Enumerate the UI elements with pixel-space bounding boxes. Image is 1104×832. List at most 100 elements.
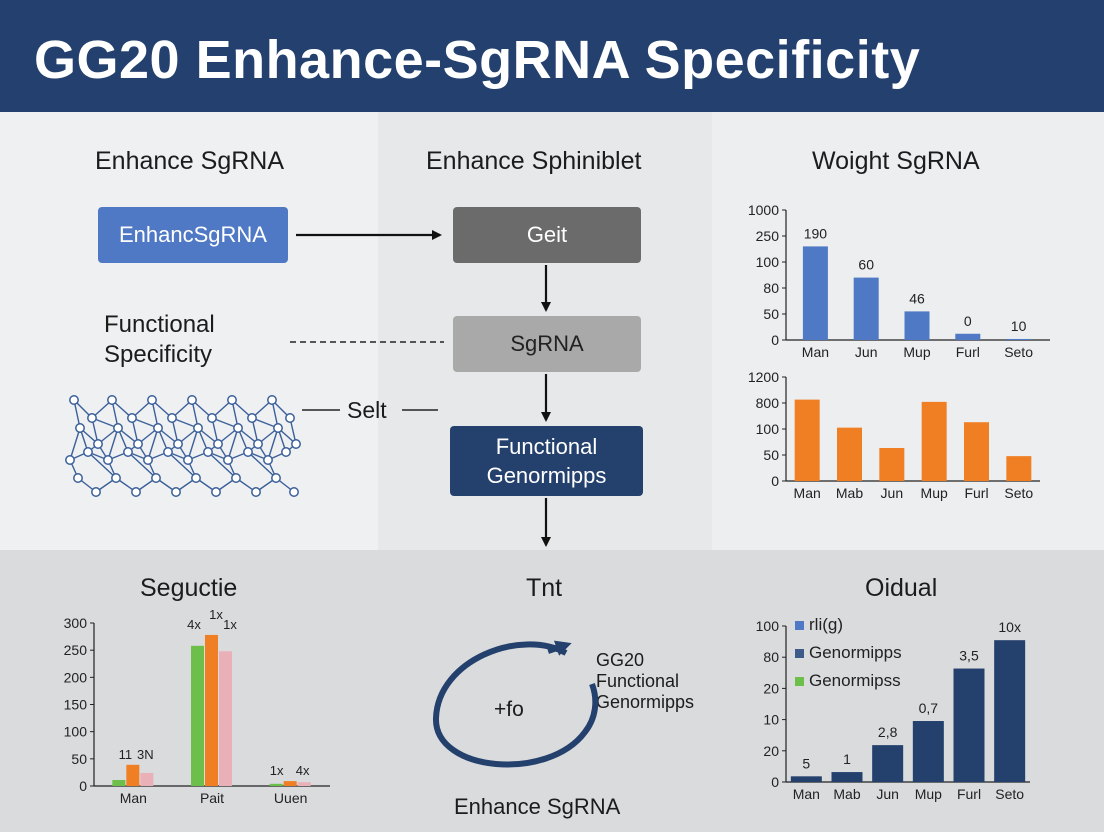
x-tick-label: Man [794, 485, 821, 501]
network-node [171, 487, 181, 497]
functional-genormipps-box[interactable]: Functional Genormipps [450, 426, 643, 496]
selt-label: Selt [347, 397, 387, 423]
network-node [93, 439, 103, 449]
x-tick-label: Jun [855, 344, 878, 360]
x-tick-label: Man [120, 790, 147, 806]
x-tick-label: Uuen [274, 790, 307, 806]
y-tick-label: 50 [763, 447, 779, 463]
bar [802, 246, 828, 340]
network-node [173, 439, 183, 449]
network-node [251, 487, 261, 497]
network-node [73, 473, 83, 483]
network-node [111, 473, 121, 483]
network-node [253, 439, 263, 449]
network-node [227, 395, 237, 405]
y-tick-label: 50 [763, 306, 779, 322]
geit-box[interactable]: Geit [453, 207, 641, 263]
x-tick-label: Pait [200, 790, 224, 806]
network-node [183, 455, 193, 465]
cycle-center-label: +fo [494, 698, 524, 721]
network-node [203, 447, 213, 457]
cycle-caption: GG20 Functional Genormipps [596, 650, 694, 713]
x-tick-label: Furl [956, 344, 980, 360]
x-tick-label: Furl [964, 485, 988, 501]
bar [872, 745, 904, 782]
annotation-label: 4x [296, 763, 310, 778]
bar [790, 776, 822, 782]
legend-swatch [795, 677, 804, 686]
y-tick-label: 20 [763, 743, 779, 759]
y-tick-label: 100 [756, 618, 780, 634]
y-tick-label: 0 [79, 778, 87, 794]
network-node [271, 473, 281, 483]
network-node [231, 473, 241, 483]
legend-swatch [795, 649, 804, 658]
bar [879, 447, 905, 481]
y-tick-label: 0 [771, 473, 779, 489]
network-edge [69, 427, 81, 461]
middle-heading: Enhance Sphiniblet [426, 147, 642, 175]
bar [269, 783, 283, 786]
network-node [143, 455, 153, 465]
page-title: GG20 Enhance-SgRNA Specificity [34, 30, 921, 90]
y-tick-label: 1000 [748, 202, 779, 218]
network-node [83, 447, 93, 457]
bar [1006, 456, 1032, 481]
data-label: 1 [843, 751, 851, 767]
functional-genormipps-line2: Genormipps [486, 463, 607, 488]
network-node [69, 395, 79, 405]
enhance-sgrna-box-label: EnhancSgRNA [119, 222, 267, 247]
network-node [267, 395, 277, 405]
network-edge [227, 427, 239, 461]
x-tick-label: Furl [957, 786, 981, 802]
geit-box-label: Geit [526, 222, 568, 247]
x-tick-label: Jun [876, 786, 899, 802]
network-node [233, 423, 243, 433]
network-node [131, 487, 141, 497]
network-node [213, 439, 223, 449]
functional-genormipps-line1: Functional [495, 434, 598, 459]
enhance-sgrna-box[interactable]: EnhancSgRNA [98, 207, 288, 263]
x-tick-label: Mab [833, 786, 860, 802]
network-node [207, 413, 217, 423]
network-node [223, 455, 233, 465]
y-tick-label: 100 [756, 254, 780, 270]
y-tick-label: 100 [756, 421, 780, 437]
y-tick-label: 0 [771, 774, 779, 790]
bar [112, 780, 126, 786]
network-node [163, 447, 173, 457]
cycle-arrow-icon [547, 640, 572, 656]
data-label: 5 [802, 755, 810, 771]
bar [219, 651, 232, 786]
network-node [151, 473, 161, 483]
y-tick-label: 80 [763, 280, 779, 296]
network-node [113, 423, 123, 433]
x-tick-label: Mup [921, 485, 948, 501]
y-tick-label: 300 [64, 615, 88, 631]
annotation-label: 11 [119, 747, 133, 762]
y-tick-label: 10 [763, 712, 779, 728]
bar [837, 427, 862, 481]
network-node [103, 455, 113, 465]
left-heading: Enhance SgRNA [95, 147, 285, 175]
specificity-line: Specificity [104, 341, 213, 368]
sgrna-box[interactable]: SgRNA [453, 316, 641, 372]
legend-label: Genormipss [809, 671, 901, 690]
bar [140, 772, 154, 786]
y-tick-label: 100 [64, 724, 88, 740]
data-label: 0 [964, 313, 972, 329]
title-banner: GG20 Enhance-SgRNA Specificity [0, 0, 1104, 112]
bottom-right-heading: Oidual [865, 574, 938, 602]
x-tick-label: Man [802, 344, 829, 360]
x-tick-label: Jun [881, 485, 904, 501]
molecule-network-icon [65, 395, 301, 497]
network-edge [107, 427, 119, 461]
network-node [65, 455, 75, 465]
y-tick-label: 800 [756, 395, 780, 411]
bar [955, 333, 981, 340]
bar [904, 311, 930, 340]
network-node [281, 447, 291, 457]
network-node [191, 473, 201, 483]
